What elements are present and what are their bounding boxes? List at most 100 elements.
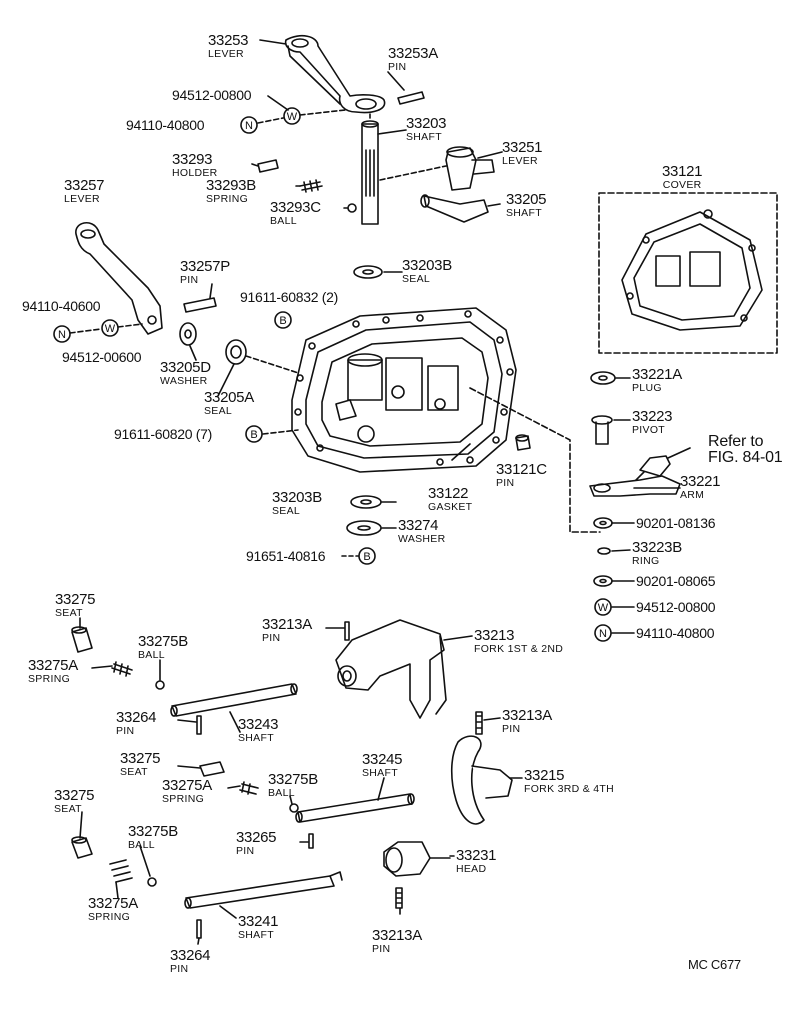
label-33275-b: 33275 SEAT xyxy=(120,751,161,778)
ring-33223b xyxy=(597,547,611,555)
seal-33203b-top xyxy=(353,265,383,279)
label-33251: 33251 LEVER xyxy=(502,140,543,167)
part-name: SHAFT xyxy=(238,929,274,941)
part-name: LEVER xyxy=(208,48,244,60)
ball-33275b-b xyxy=(289,803,299,813)
ref-91611-60820: 91611-60820 (7) xyxy=(114,426,212,442)
label-33121: 33121 COVER xyxy=(662,163,703,191)
part-name: SHAFT xyxy=(406,131,442,143)
seat-33275-a xyxy=(71,626,93,653)
part-number: 33264 xyxy=(116,709,157,726)
pin-33265 xyxy=(308,833,314,849)
label-33122: 33122 GASKET xyxy=(428,486,472,513)
pin-33253a xyxy=(397,91,425,105)
spring-33275a-a xyxy=(111,661,133,677)
washer-letter-2: W xyxy=(105,323,116,335)
part-name: SEAL xyxy=(402,273,431,285)
pin-33213a-a xyxy=(344,621,350,641)
part-name: ARM xyxy=(680,489,705,501)
label-33223: 33223 PIVOT xyxy=(632,409,673,436)
part-number: 33275A xyxy=(162,777,212,794)
shaft-33245 xyxy=(295,793,415,823)
part-number: 33221 xyxy=(680,473,721,490)
label-33213a-a: 33213A PIN xyxy=(262,617,312,644)
part-name: PIN xyxy=(262,632,281,644)
part-number: 33293C xyxy=(270,199,321,216)
part-number: 33215 xyxy=(524,767,565,784)
part-name: PIN xyxy=(116,725,135,737)
label-33274: 33274 WASHER xyxy=(398,518,446,545)
label-33203b-top: 33203B SEAL xyxy=(402,258,452,285)
part-name: HOLDER xyxy=(172,167,218,179)
spring-33275a-c xyxy=(109,859,133,883)
pivot-33223 xyxy=(591,415,613,445)
part-number: 33275 xyxy=(54,787,95,804)
washer-33205d xyxy=(179,322,197,346)
shaft-33203 xyxy=(361,120,379,225)
pin-33213a-c xyxy=(395,887,403,909)
part-name: PLUG xyxy=(632,382,662,394)
part-number: 33231 xyxy=(456,847,497,864)
part-name: BALL xyxy=(268,787,295,799)
label-33223b: 33223B RING xyxy=(632,540,682,567)
part-name: SPRING xyxy=(88,911,131,923)
label-33257p: 33257P PIN xyxy=(180,259,230,286)
label-33265: 33265 PIN xyxy=(236,829,277,857)
footer-code: MC C677 xyxy=(688,957,741,972)
ref-94512-00800-top: 94512-00800 xyxy=(172,87,252,103)
part-number: 33264 xyxy=(170,947,211,964)
part-name: BALL xyxy=(128,839,155,851)
nut-letter: N xyxy=(245,120,253,132)
part-name: RING xyxy=(632,555,660,567)
part-number: 33245 xyxy=(362,751,403,768)
seat-33275-b xyxy=(199,761,225,777)
part-name: FORK 1ST & 2ND xyxy=(474,643,564,655)
bolt-symbol-1: B xyxy=(274,311,292,329)
washer-letter-3: W xyxy=(598,602,609,614)
part-number: 33257 xyxy=(64,177,105,194)
part-number: 33265 xyxy=(236,829,277,846)
part-number: 33253 xyxy=(208,32,249,49)
nut-letter-2: N xyxy=(58,329,66,341)
part-name: HEAD xyxy=(456,863,487,875)
part-name: PIN xyxy=(170,963,189,975)
fork-33213 xyxy=(335,619,447,719)
label-33213: 33213 FORK 1ST & 2ND xyxy=(474,628,563,655)
holder-33293 xyxy=(257,159,279,173)
shaft-33205 xyxy=(420,194,489,223)
part-number: 33213A xyxy=(372,927,422,944)
refer-line-2: FIG. 84-01 xyxy=(708,449,783,466)
washer-90201-08065 xyxy=(593,575,613,587)
part-name: SHAFT xyxy=(506,207,542,219)
refer-to-note: Refer to FIG. 84-01 xyxy=(708,433,783,466)
part-name: SPRING xyxy=(206,193,249,205)
fork-33215 xyxy=(450,735,513,825)
part-name: SEAL xyxy=(204,405,233,417)
part-number: 33213 xyxy=(474,627,515,644)
part-name: PIN xyxy=(388,61,407,73)
part-number: 33203B xyxy=(402,257,452,274)
part-number: 33257P xyxy=(180,258,230,275)
pin-33264-b xyxy=(196,919,202,939)
ref-94110-40600: 94110-40600 xyxy=(22,298,101,314)
part-name: SEAT xyxy=(55,607,83,619)
pin-33121c xyxy=(515,434,531,451)
arm-33221 xyxy=(589,475,681,497)
label-33203b-bottom: 33203B SEAL xyxy=(272,490,322,517)
part-name: SPRING xyxy=(28,673,71,685)
ref-91651-40816: 91651-40816 xyxy=(246,548,326,564)
part-number: 33205 xyxy=(506,191,547,208)
part-number: 33253A xyxy=(388,45,438,62)
refer-line-1: Refer to xyxy=(708,433,764,450)
part-number: 33121 xyxy=(662,163,703,180)
part-name: SHAFT xyxy=(238,732,274,744)
label-33257: 33257 LEVER xyxy=(64,177,105,205)
part-number: 33223B xyxy=(632,539,682,556)
lever-33251 xyxy=(445,146,495,191)
bolt-symbol-3: B xyxy=(358,547,376,565)
part-name: LEVER xyxy=(502,155,538,167)
label-33275b-a: 33275B BALL xyxy=(138,634,188,661)
part-number: 33293 xyxy=(172,151,213,168)
label-33275a-c: 33275A SPRING xyxy=(88,896,138,923)
ref-94512-00600: 94512-00600 xyxy=(62,349,142,365)
